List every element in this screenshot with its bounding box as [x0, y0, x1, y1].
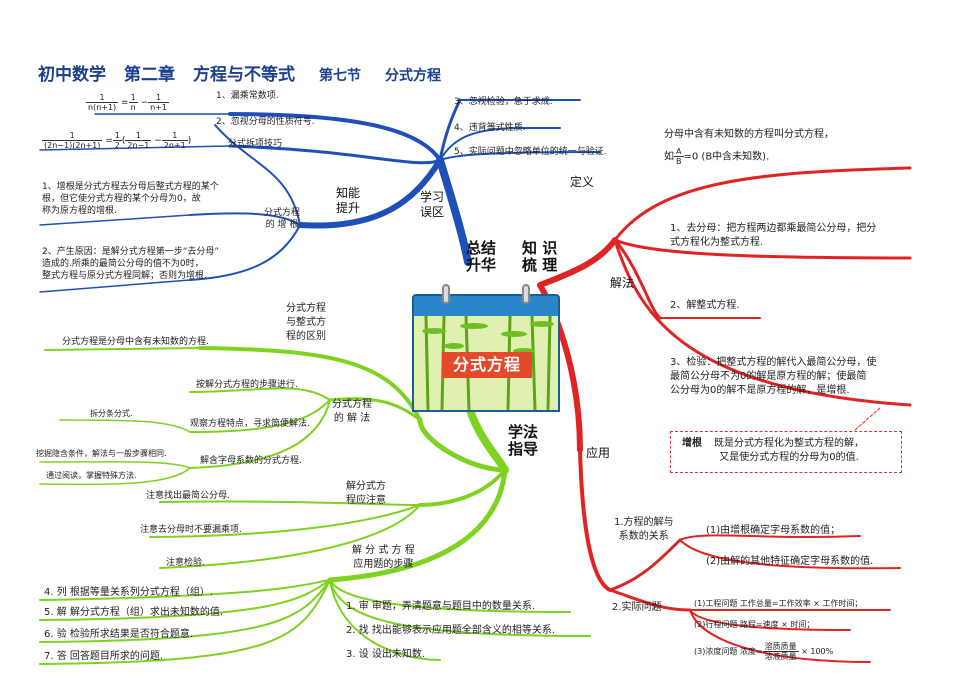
extra-root-text: 既是分式方程化为整式方程的解， 又是使分式方程的分母为0的值. [714, 438, 864, 463]
method-solve-3: 解含字母系数的分式方程. [200, 456, 302, 466]
mistake-2: 2、忽视分母的性质符号. [216, 117, 315, 127]
mistake-3: 3、忽视检验，急于求成. [454, 97, 553, 107]
solve-step-1: 1、去分母：把方程两边都乘最简公分母，把分 式方程化为整式方程. [670, 223, 877, 248]
solve-step-2: 2、解整式方程. [670, 300, 740, 311]
app-step-3: 3. 设 设出未知数. [346, 649, 426, 660]
branch-knowledge: 知 识 梳 理 [522, 239, 558, 274]
extra-root-label: 分式方程 的 增 根 [264, 208, 301, 230]
branch-ability: 知能 提升 [336, 186, 361, 215]
app-step-1: 1. 审 审题，弄清题意与题目中的数量关系. [346, 601, 536, 612]
mistake-4: 4、违背等式性质. [454, 123, 526, 133]
center-title: 分式方程 [442, 352, 532, 378]
solve-step-3: 3、检验：把整式方程的解代入最简公分母，使 最简公分母不为0的解是原方程的解；使… [670, 357, 877, 396]
apply-label: 应用 [586, 446, 611, 460]
note-1: 注意找出最简公分母. [146, 491, 230, 501]
center-card: 分式方程 [412, 284, 560, 412]
apply-real-2: (2)行程问题 路程=速度 × 时间； [694, 620, 815, 629]
title-grade: 初中数学 [38, 65, 106, 85]
method-solve-2: 观察方程特点，寻求简便解法. [190, 419, 310, 429]
method-solve-3-sub1: 挖掘隐含条件，解法与一般步骤相同. [36, 449, 167, 458]
app-step-6: 6. 验 检验所求结果是否符合题意. [44, 629, 194, 640]
branch-summary: 总结 升华 [466, 239, 497, 274]
card-ring-right [522, 284, 530, 304]
apply-coef-1: (1)由增根确定字母系数的值； [706, 525, 841, 536]
branch-mistakes: 学习 误区 [420, 190, 445, 219]
split-label: 分式拆项技巧 [228, 139, 283, 149]
app-step-5: 5. 解 解分式方程（组）求出未知数的值. [44, 607, 224, 618]
app-steps-label: 解 分 式 方 程 应用题的步骤 [352, 545, 415, 570]
extra-root-box [670, 431, 902, 473]
page-title: 初中数学第二章方程与不等式 第七节 分式方程 [38, 60, 459, 85]
note-label: 解分式方 程应注意 [346, 481, 386, 506]
method-solve-label: 分式方程 的 解 法 [332, 399, 372, 424]
title-chapter: 第二章 [124, 65, 175, 85]
note-3: 注意检验. [166, 558, 205, 568]
apply-real-1: (1)工程问题 工作总量=工作效率 × 工作时间； [694, 599, 863, 608]
mistake-1: 1、漏乘常数项. [216, 91, 279, 101]
definition-text: 分母中含有未知数的方程叫分式方程， [664, 129, 834, 140]
apply-real-3: (3)浓度问题 浓度=溶质质量溶液质量 × 100% [694, 642, 834, 661]
title-section-name: 分式方程 [385, 68, 441, 84]
definition-label: 定义 [570, 175, 595, 189]
extra-root-note-2: 2、产生原因：是解分式方程第一步“去分母” 造成的.所乘的最简公分母的值不为0时… [42, 247, 220, 281]
app-step-2: 2. 找 找出能够表示应用题全部含义的相等关系. [346, 625, 556, 636]
apply-coef-label: 1.方程的解与 系数的关系 [614, 517, 674, 542]
solve-label: 解法 [610, 276, 635, 290]
app-step-4: 4. 列 根据等量关系列分式方程（组）. [44, 587, 214, 598]
method-solve-1: 按解分式方程的步骤进行. [196, 380, 298, 390]
diff-text: 分式方程是分母中含有未知数的方程. [62, 337, 209, 347]
title-chapter-name: 方程与不等式 [193, 65, 295, 85]
diff-label: 分式方程 与整式方 程的区别 [286, 303, 326, 342]
branch-method: 学法 指导 [508, 423, 539, 458]
extra-root-note-1: 1、增根是分式方程去分母后整式方程的某个 根，但它使分式方程的某个分母为0，故 … [42, 182, 219, 216]
note-2: 注意去分母时不要漏乘项. [140, 525, 242, 535]
app-step-7: 7. 答 回答题目所求的问题. [44, 651, 164, 662]
card-header [412, 294, 560, 318]
apply-coef-2: (2)由解的其他特征确定字母系数的值. [706, 556, 874, 567]
method-solve-3-sub2: 通过阅读，掌握特殊方法. [46, 471, 137, 480]
mistake-5: 5、实际问题中忽略单位的统一与验证. [454, 147, 607, 157]
extra-root-title: 增根 [682, 438, 702, 449]
title-section: 第七节 [319, 68, 361, 84]
method-solve-2-sub: 拆分条分式. [90, 409, 133, 418]
apply-real-label: 2.实际问题 [612, 602, 662, 613]
card-ring-left [442, 284, 450, 304]
